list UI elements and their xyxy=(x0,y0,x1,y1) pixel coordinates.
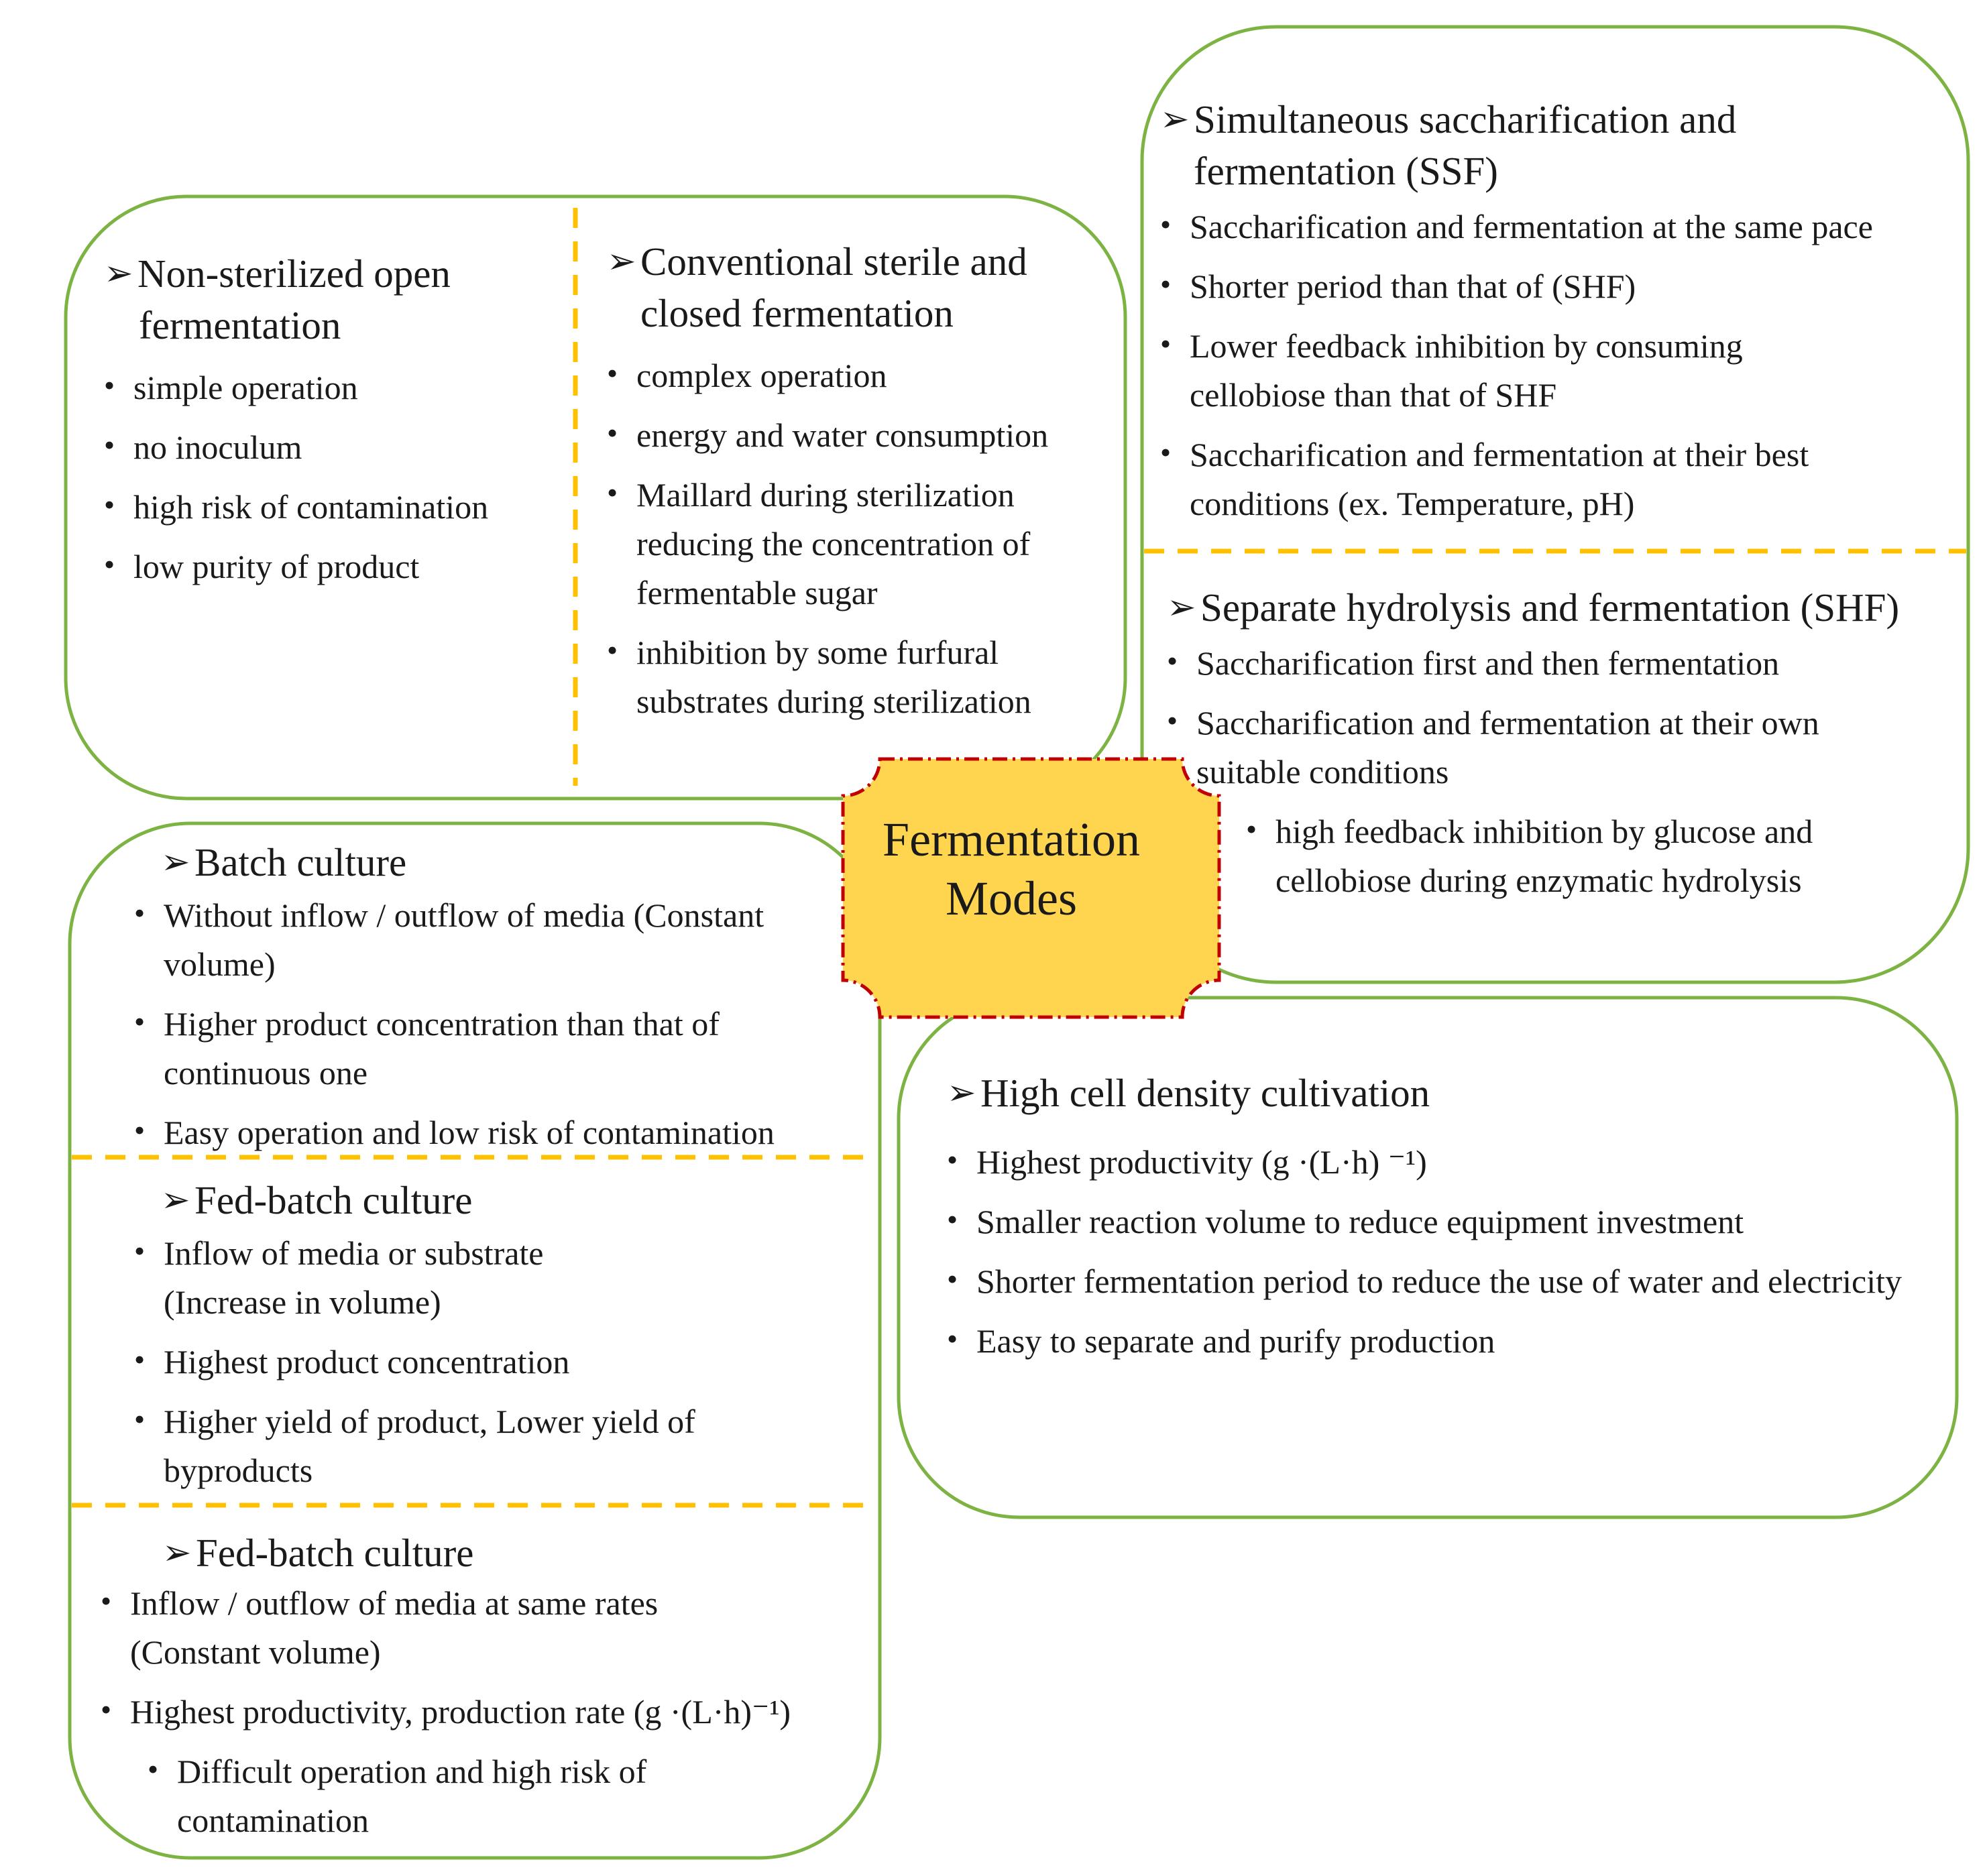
list-item: Easy to separate and purify production xyxy=(947,1314,1933,1366)
list-item: Without inflow / outflow of media (Const… xyxy=(134,888,767,989)
arrowhead-bullet-icon: ➢ xyxy=(607,243,636,281)
section-title: ➢ Non-sterilized open fermentation xyxy=(104,248,560,351)
arrowhead-bullet-icon: ➢ xyxy=(104,255,133,293)
section-title: ➢ Separate hydrolysis and fermentation (… xyxy=(1167,582,1965,634)
list-item: Highest productivity, production rate (g… xyxy=(101,1685,872,1737)
section-high-cell-density: ➢ High cell density cultivation Highest … xyxy=(947,1067,1933,1376)
list-item: inhibition by some furfural substrates d… xyxy=(607,626,1092,726)
item-list: Inflow of media or substrate (Increase i… xyxy=(134,1226,865,1495)
panel-top-right-border xyxy=(1140,25,1970,984)
list-item: Inflow of media or substrate (Increase i… xyxy=(134,1226,673,1327)
list-item: Highest productivity (g ·(L·h) ⁻¹) xyxy=(947,1135,1933,1187)
section-title: ➢ Batch culture xyxy=(161,837,865,888)
title-line-1: Fed-batch culture xyxy=(196,1531,474,1575)
list-item: no inoculum xyxy=(104,420,560,472)
item-list: complex operation energy and water consu… xyxy=(607,349,1117,726)
list-item: energy and water consumption xyxy=(607,408,1117,460)
item-list: Saccharification and fermentation at the… xyxy=(1160,200,1965,528)
item-list: Inflow / outflow of media at same rates … xyxy=(101,1576,872,1845)
list-item: high feedback inhibition by glucose and … xyxy=(1246,805,1953,905)
center-title-line-1: Fermentation xyxy=(883,813,1140,866)
title-line-1: Batch culture xyxy=(194,840,407,884)
list-item: Lower feedback inhibition by consuming c… xyxy=(1160,319,1860,420)
item-list: Saccharification first and then fermenta… xyxy=(1167,636,1965,905)
section-ssf: ➢ Simultaneous saccharification and ferm… xyxy=(1160,94,1965,539)
list-item: low purity of product xyxy=(104,540,560,591)
list-item: complex operation xyxy=(607,349,1117,400)
list-item: Highest product concentration xyxy=(134,1335,865,1387)
section-title: ➢ High cell density cultivation xyxy=(947,1067,1933,1119)
list-item: Higher yield of product, Lower yield of … xyxy=(134,1395,834,1495)
list-item: Saccharification and fermentation at the… xyxy=(1160,428,1954,528)
item-list: Highest productivity (g ·(L·h) ⁻¹) Small… xyxy=(947,1135,1933,1366)
list-item: Smaller reaction volume to reduce equipm… xyxy=(947,1195,1933,1246)
title-line-1: Fed-batch culture xyxy=(194,1178,473,1222)
list-item: Higher product concentration than that o… xyxy=(134,997,834,1098)
list-item: Saccharification and fermentation at the… xyxy=(1167,696,1921,797)
list-item: Easy operation and low risk of contamina… xyxy=(134,1106,865,1157)
center-title: Fermentation Modes xyxy=(830,810,1192,928)
section-conventional-sterile: ➢ Conventional sterile and closed fermen… xyxy=(607,236,1117,737)
list-item: Inflow / outflow of media at same rates … xyxy=(101,1576,787,1677)
list-item: Shorter fermentation period to reduce th… xyxy=(947,1254,1902,1306)
title-line-2: fermentation (SSF) xyxy=(1194,149,1498,193)
section-fed-batch: ➢ Fed-batch culture Inflow of media or s… xyxy=(134,1175,865,1506)
item-list: simple operation no inoculum high risk o… xyxy=(104,361,560,591)
arrowhead-bullet-icon: ➢ xyxy=(947,1074,976,1112)
section-title: ➢ Conventional sterile and closed fermen… xyxy=(607,236,1117,339)
section-shf: ➢ Separate hydrolysis and fermentation (… xyxy=(1167,582,1965,916)
center-title-line-2: Modes xyxy=(946,872,1077,925)
section-fed-batch-2: ➢ Fed-batch culture Inflow / outflow of … xyxy=(101,1527,872,1856)
title-line-1: Non-sterilized open xyxy=(137,251,451,296)
section-title: ➢ Simultaneous saccharification and ferm… xyxy=(1160,94,1965,197)
list-item: Maillard during sterilization reducing t… xyxy=(607,468,1092,618)
title-line-2: closed fermentation xyxy=(640,291,954,335)
section-non-sterilized: ➢ Non-sterilized open fermentation simpl… xyxy=(104,248,560,602)
title-line-1: High cell density cultivation xyxy=(980,1071,1430,1115)
panel-top-left-border xyxy=(64,194,1127,801)
list-item: simple operation xyxy=(104,361,560,412)
item-list: Without inflow / outflow of media (Const… xyxy=(134,888,865,1157)
arrowhead-bullet-icon: ➢ xyxy=(1160,101,1190,139)
title-line-2: fermentation xyxy=(139,303,341,347)
list-item: Difficult operation and high risk of con… xyxy=(148,1745,767,1845)
title-line-1: Separate hydrolysis and fermentation (SH… xyxy=(1200,585,1900,630)
list-item: Saccharification and fermentation at the… xyxy=(1160,200,1965,251)
section-title: ➢ Fed-batch culture xyxy=(161,1175,865,1226)
section-title: ➢ Fed-batch culture xyxy=(162,1527,872,1579)
arrowhead-bullet-icon: ➢ xyxy=(161,843,190,882)
arrowhead-bullet-icon: ➢ xyxy=(1167,589,1196,627)
arrowhead-bullet-icon: ➢ xyxy=(162,1534,192,1572)
title-line-1: Conventional sterile and xyxy=(640,239,1027,284)
panel-bottom-right-border xyxy=(897,996,1959,1519)
section-batch: ➢ Batch culture Without inflow / outflow… xyxy=(134,837,865,1168)
panel-bottom-left-border xyxy=(68,821,882,1860)
list-item: Shorter period than that of (SHF) xyxy=(1160,259,1965,311)
title-line-1: Simultaneous saccharification and xyxy=(1194,97,1737,141)
arrowhead-bullet-icon: ➢ xyxy=(161,1181,190,1220)
list-item: Saccharification first and then fermenta… xyxy=(1167,636,1965,688)
list-item: high risk of contamination xyxy=(104,480,560,532)
